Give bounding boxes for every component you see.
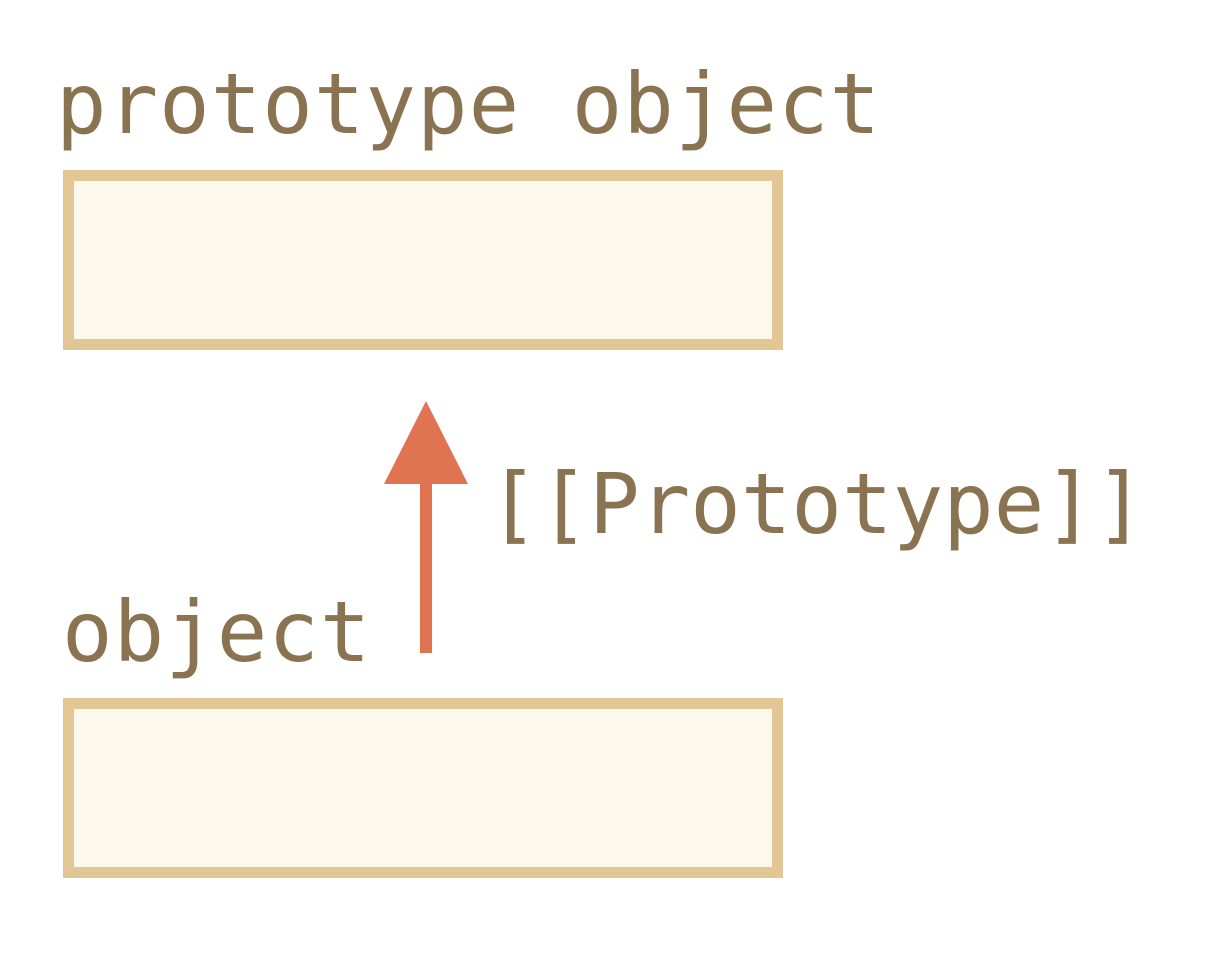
prototype-arrow: [384, 401, 468, 653]
prototype-object-label: prototype object: [56, 55, 882, 153]
object-label: object: [62, 583, 372, 681]
prototype-link-label: [[Prototype]]: [488, 455, 1146, 553]
arrow-shaft: [420, 482, 432, 653]
prototype-object-box: [63, 170, 783, 350]
object-box: [63, 698, 783, 878]
arrow-head: [384, 401, 468, 484]
